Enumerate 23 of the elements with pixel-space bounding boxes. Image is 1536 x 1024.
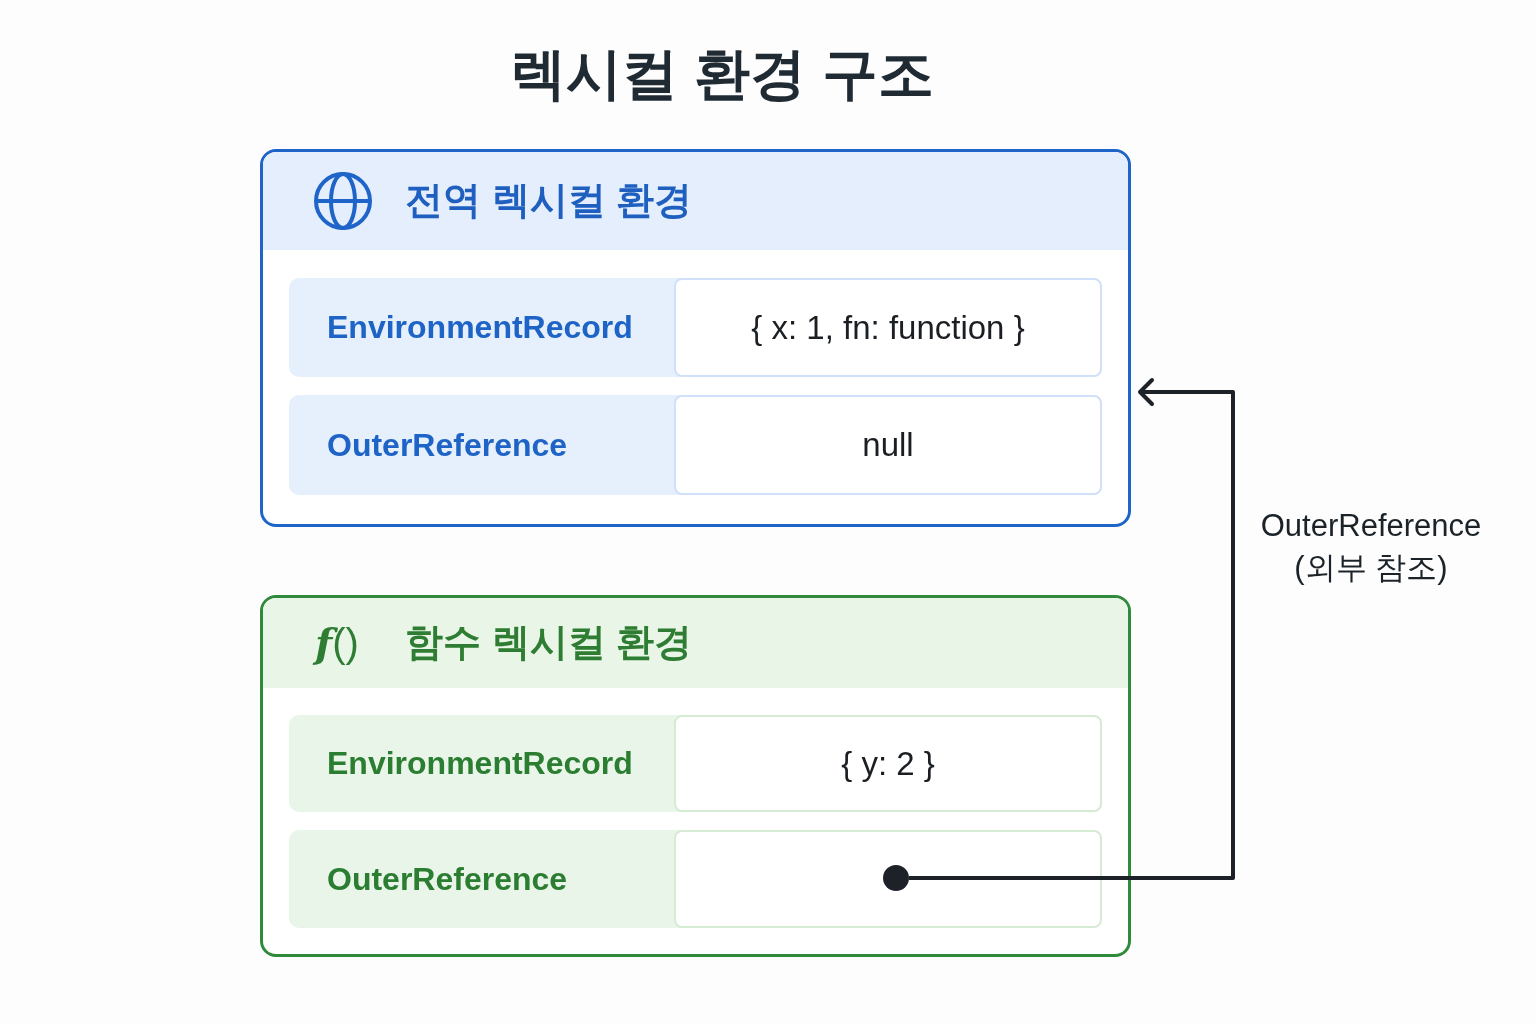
- field-value-cell: [674, 278, 1102, 377]
- title: 렉시컬 환경 구조: [510, 41, 934, 107]
- environment-panel: [260, 595, 1131, 957]
- field-name: OuterReference: [327, 860, 568, 898]
- field-name: EnvironmentRecord: [327, 745, 633, 782]
- field-value-cell: [674, 395, 1102, 495]
- field-name: EnvironmentRecord: [327, 309, 633, 346]
- field-value-cell: [674, 830, 1102, 928]
- panel-heading: 함수 렉시컬 환경: [405, 620, 693, 666]
- edge-label: OuterReference (외부 참조): [1259, 507, 1483, 587]
- panel-heading: 전역 렉시컬 환경: [405, 178, 693, 224]
- dot-icon: [883, 865, 909, 891]
- field-name: OuterReference: [327, 426, 568, 464]
- field-value: { y: 2 }: [841, 744, 935, 783]
- field-value-cell: [674, 715, 1102, 812]
- connector-arrow: [909, 378, 1235, 880]
- field-name-cell: [289, 278, 681, 377]
- field-name-cell: [289, 830, 681, 928]
- field-name-cell: [289, 395, 681, 495]
- field-value: { x: 1, fn: function }: [751, 308, 1025, 347]
- field-name-cell: [289, 715, 681, 812]
- environment-panel: [260, 149, 1131, 527]
- field-value: null: [862, 426, 914, 464]
